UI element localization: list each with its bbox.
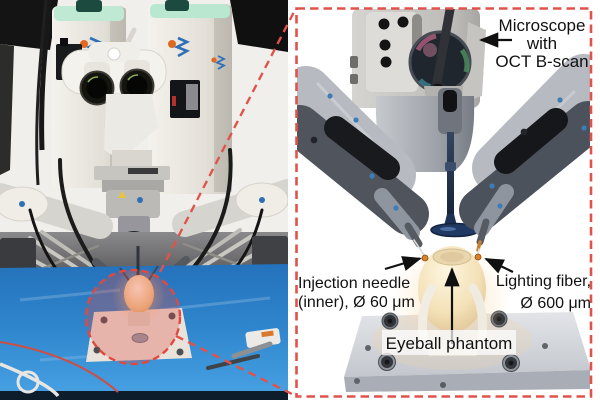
eyeball-label-box (382, 330, 516, 355)
callout-circle (84, 268, 182, 366)
annotations: Eyeball phantom Microscope with OCT B-sc… (298, 16, 591, 355)
callout-line-top (158, 7, 298, 273)
zoom-photo-panel: Eyeball phantom Microscope with OCT B-sc… (297, 9, 591, 396)
cable (39, 0, 53, 151)
robot-arm-fiber (459, 54, 590, 257)
eyeball-phantom-label: Eyeball phantom (386, 334, 513, 353)
needle-arrow (384, 256, 422, 271)
zoom-panel-dashed-border (295, 7, 593, 398)
vertical-instrument (430, 88, 480, 238)
trocar-port-left (421, 254, 429, 262)
microscope-oct-head (350, 9, 486, 114)
injection-needle-label-line2: (inner), Ø 60 μm (298, 294, 415, 311)
lighting-fiber-label-line1: Lighting fiber, (496, 273, 591, 290)
callout-line-bottom (175, 334, 297, 398)
lens-rod (432, 9, 455, 87)
dark-edge-strip (0, 44, 14, 175)
cable (35, 0, 48, 186)
worksite-overview (86, 246, 192, 362)
callout-connectors (158, 7, 298, 398)
dark-corner-right (230, 0, 288, 52)
brand-logo-icon (80, 36, 227, 70)
hex-screw (381, 312, 399, 330)
hex-screw (378, 353, 396, 371)
overview-photo-panel (0, 0, 288, 400)
eyeball-phantom-small (124, 275, 154, 313)
microscope-label-line3: OCT B-scan (495, 52, 588, 71)
eyepiece-left (79, 70, 115, 106)
hex-screw (502, 354, 520, 372)
injection-needle-label-line1: Injection needle (298, 275, 410, 292)
microscope-label-line1: Microscope (499, 16, 586, 35)
lighting-fiber-label-line2: Ø 600 μm (520, 295, 591, 312)
trocar-port-right (474, 253, 482, 261)
robot-arm-needle (297, 66, 429, 258)
red-cable (0, 341, 119, 393)
fiber-arrow (484, 258, 514, 274)
microscope-label-line2: with (526, 34, 557, 53)
